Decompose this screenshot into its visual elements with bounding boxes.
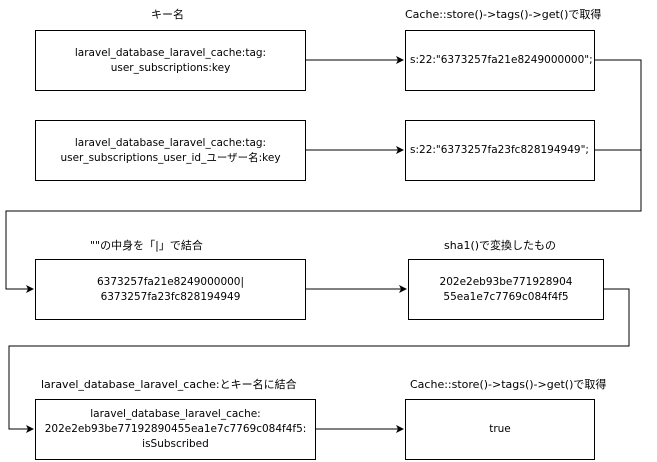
box-tag-key-1-line-2: user_subscriptions:key xyxy=(110,61,231,74)
box-sha1-line-1: 202e2eb93be771928904 xyxy=(439,275,573,288)
box-result-line-1: true xyxy=(489,423,511,435)
box-cache-key-line-3: isSubscribed xyxy=(142,438,209,450)
label-join: ""の中身を「|」で結合 xyxy=(90,239,203,252)
box-cache-key-line-2: 202e2eb93be77192890455ea1e7c7769c084f4f5… xyxy=(44,423,307,435)
wire-value2-to-joined xyxy=(5,150,642,293)
label-store-get-1: Cache::store()->tags()->get()で取得 xyxy=(405,8,602,21)
label-sha1: sha1()で変換したもの xyxy=(444,239,557,252)
box-result: true xyxy=(405,399,595,460)
label-concat: laravel_database_laravel_cache:とキー名に結合 xyxy=(41,378,297,391)
label-key-name: キー名 xyxy=(151,8,184,21)
box-value-1: s:22:"6373257fa21e8249000000"; xyxy=(405,30,595,91)
box-sha1-line-2: 55ea1e7c7769c084f4f5 xyxy=(443,290,569,303)
wire-value1-down xyxy=(595,59,642,151)
box-joined-line-1: 6373257fa21e8249000000| xyxy=(96,275,245,288)
box-tag-key-1-line-1: laravel_database_laravel_cache:tag: xyxy=(74,46,267,59)
box-joined: 6373257fa21e8249000000| 6373257fa23fc828… xyxy=(35,259,306,320)
wire-sha1-to-cachekey xyxy=(8,288,630,433)
box-cache-key: laravel_database_laravel_cache: 202e2eb9… xyxy=(35,399,316,460)
box-value-1-line-1: s:22:"6373257fa21e8249000000"; xyxy=(410,54,593,66)
box-cache-key-line-1: laravel_database_laravel_cache: xyxy=(90,408,261,420)
box-sha1: 202e2eb93be771928904 55ea1e7c7769c084f4f… xyxy=(408,259,604,320)
box-value-2: s:22:"6373257fa23fc828194949"; xyxy=(405,120,595,181)
box-tag-key-2: laravel_database_laravel_cache:tag: user… xyxy=(35,120,306,181)
box-tag-key-2-line-1: laravel_database_laravel_cache:tag: xyxy=(74,136,267,149)
box-tag-key-1: laravel_database_laravel_cache:tag: user… xyxy=(35,30,306,91)
box-joined-line-2: 6373257fa23fc828194949 xyxy=(100,290,241,303)
box-value-2-line-1: s:22:"6373257fa23fc828194949"; xyxy=(410,144,589,156)
label-store-get-2: Cache::store()->tags()->get()で取得 xyxy=(410,378,607,391)
box-tag-key-2-line-2: user_subscriptions_user_id_ユーザー名:key xyxy=(60,151,281,164)
